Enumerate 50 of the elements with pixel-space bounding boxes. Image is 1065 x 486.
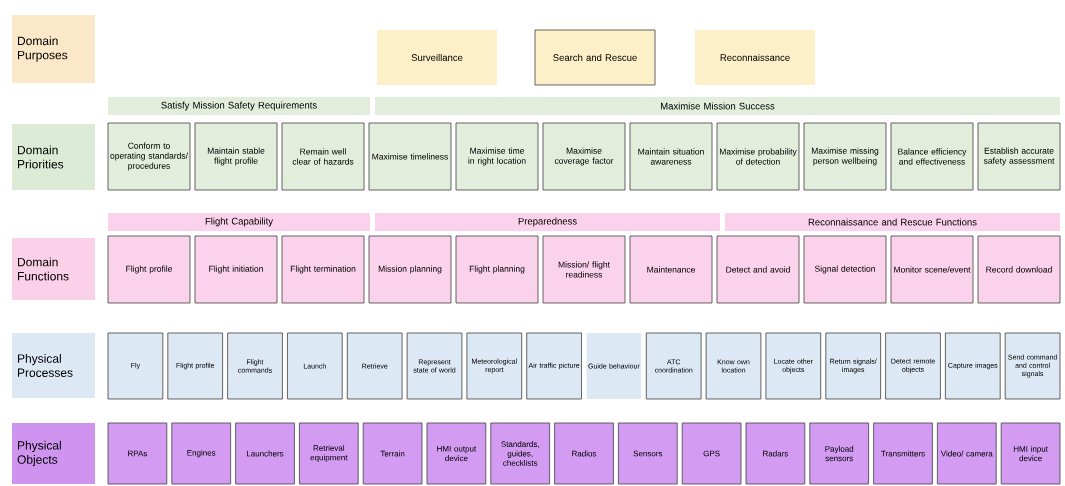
priority-box: Maximise probability of detection — [716, 122, 800, 191]
category-band: Preparedness — [375, 213, 720, 231]
object-box: Video/ camera — [937, 422, 997, 485]
object-box: HMI input device — [1000, 422, 1061, 485]
category-band: Maximise Mission Success — [375, 97, 1060, 115]
function-box: Detect and avoid — [716, 235, 800, 304]
object-box: Retrieval equipment — [299, 422, 359, 485]
object-box: Terrain — [362, 422, 423, 485]
function-box: Signal detection — [803, 235, 887, 304]
function-box: Flight planning — [455, 235, 539, 304]
object-box: Sensors — [618, 422, 678, 485]
function-box: Monitor scene/event — [890, 235, 974, 304]
category-band: Satisfy Mission Safety Requirements — [108, 97, 370, 115]
object-box: Radios — [554, 422, 614, 485]
object-box: Payload sensors — [809, 422, 869, 485]
priority-box: Establish accurate safety assessment — [977, 122, 1061, 191]
row-header: Physical Objects — [12, 423, 95, 484]
priority-box: Maximise time in right location — [455, 122, 539, 191]
purpose-box: Search and Rescue — [534, 29, 656, 86]
object-box: HMI output device — [426, 422, 487, 485]
function-box: Mission planning — [368, 235, 452, 304]
priority-box: Maximise missing person wellbeing — [803, 122, 887, 191]
row-header: Domain Purposes — [12, 15, 95, 83]
priority-box: Maintain situation awareness — [629, 122, 713, 191]
priority-box: Maximise coverage factor — [542, 122, 626, 191]
purpose-box: Surveillance — [377, 30, 497, 85]
row-header: Domain Functions — [12, 238, 95, 300]
object-box: GPS — [681, 422, 742, 485]
category-band: Flight Capability — [108, 213, 370, 231]
object-box: Standards, guides, checklists — [490, 422, 550, 485]
purpose-box: Reconnaissance — [695, 30, 815, 85]
object-box: RPAs — [107, 422, 168, 485]
priority-box: Maximise timeliness — [368, 122, 452, 191]
row-header: Domain Priorities — [12, 124, 95, 190]
category-band: Reconnaissance and Rescue Functions — [725, 213, 1060, 231]
function-box: Flight profile — [107, 235, 191, 304]
function-box: Record download — [977, 235, 1061, 304]
priority-box: Conform to operating standards/ procedures — [107, 122, 191, 191]
function-box: Mission/ flight readiness — [542, 235, 626, 304]
priority-box: Balance efficiency and effectiveness — [890, 122, 974, 191]
function-box: Flight initiation — [194, 235, 278, 304]
object-box: Launchers — [235, 422, 295, 485]
object-box: Engines — [171, 422, 231, 485]
priority-box: Remain well clear of hazards — [281, 122, 365, 191]
row-header: Physical Processes — [12, 333, 95, 398]
function-box: Maintenance — [629, 235, 713, 304]
object-box: Radars — [745, 422, 806, 485]
function-box: Flight termination — [281, 235, 365, 304]
priority-box: Maintain stable flight profile — [194, 122, 278, 191]
object-box: Transmitters — [873, 422, 933, 485]
